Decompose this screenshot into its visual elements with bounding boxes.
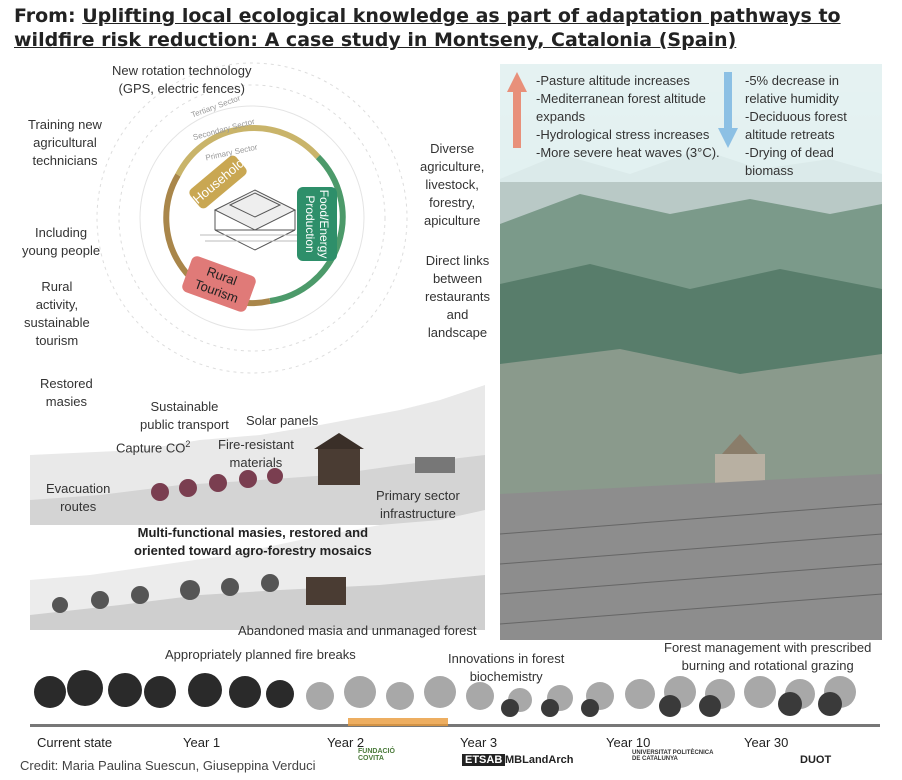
masia-building — [318, 447, 360, 485]
church-tower — [722, 434, 758, 454]
decrease-arrow-icon — [718, 72, 738, 148]
etsab-logo: ETSAB — [462, 754, 506, 766]
transport-label: Sustainable public transport — [140, 399, 229, 432]
stage-year3: Year 3 — [460, 735, 498, 750]
increase-arrow-icon — [507, 72, 527, 148]
climate-increase-text: -Pasture altitude increases -Mediterrane… — [536, 73, 720, 160]
abandoned-masia — [306, 577, 346, 605]
valley — [500, 349, 882, 494]
landscape-upper-fg — [30, 455, 485, 525]
young-label: Including young people — [22, 225, 101, 258]
secondary-ring — [118, 84, 386, 352]
fire-breaks-label: Appropriately planned fire breaks — [165, 647, 356, 662]
multifunctional-caption: Multi-functional masies, restored and or… — [134, 525, 372, 558]
capture-label: Capture CO2 — [116, 435, 190, 457]
fire-resistant-label: Fire-resistant materials — [218, 437, 294, 470]
innovations-label: Innovations in forest biochemistry — [448, 651, 565, 684]
primary-ring — [139, 105, 365, 331]
restored-label: Restored masies — [40, 376, 93, 409]
production-label: Food/Energy Production — [297, 187, 337, 261]
household-arc — [175, 125, 321, 177]
from-label: From: — [14, 5, 76, 27]
tertiary-ring — [96, 62, 408, 374]
duot-logo: DUOT — [800, 754, 832, 766]
mblandarch-logo: MBLandArch — [505, 754, 574, 766]
stage-current: Current state — [37, 735, 113, 750]
field-foreground — [500, 474, 882, 640]
production-arc — [269, 154, 346, 304]
prescribed-burn — [348, 718, 448, 726]
left-diagram — [30, 62, 485, 630]
ground-line — [30, 724, 880, 727]
covita-logo: FUNDACIÓ COVITA — [358, 748, 395, 762]
tree-row — [34, 670, 294, 708]
abandoned-label: Abandoned masia and unmanaged forest — [238, 623, 477, 638]
solar-label: Solar panels — [246, 413, 319, 428]
unmanaged-forest — [52, 574, 279, 613]
upc-logo: UNIVERSITAT POLITÈCNICA DE CATALUNYA — [632, 750, 714, 762]
stage-year30: Year 30 — [744, 735, 789, 750]
tree-row-dark — [501, 692, 842, 717]
stage-year10: Year 10 — [606, 735, 651, 750]
field-rows — [500, 503, 882, 625]
article-title: From: Uplifting local ecological knowled… — [14, 4, 894, 52]
primary-infra-label: Primary sector infrastructure — [376, 488, 460, 521]
diverse-label: Diverse agriculture, livestock, forestry… — [420, 141, 485, 228]
direct-links-label: Direct links between restaurants and lan… — [425, 253, 491, 340]
timeline-forest — [30, 670, 880, 727]
forest-management-label: Forest management with prescribed burnin… — [664, 640, 872, 673]
rural-label: Rural activity, sustainable tourism — [24, 279, 90, 348]
article-link[interactable]: Uplifting local ecological knowledge as … — [14, 5, 841, 51]
credit-text: Credit: Maria Paulina Suescun, Giuseppin… — [20, 758, 316, 773]
house-sketch — [200, 189, 310, 251]
stage-year2: Year 2 — [327, 735, 365, 750]
capture-sup: 2 — [185, 439, 191, 449]
landscape-lower-fg — [30, 575, 485, 630]
tree-row-light — [306, 676, 856, 712]
climate-overlay — [500, 64, 882, 182]
capture-text: Capture CO — [116, 440, 186, 456]
evacuation-label: Evacuation routes — [46, 481, 111, 514]
rotation-label: New rotation technology (GPS, electric f… — [112, 63, 252, 96]
fire-resistant-trees — [151, 468, 283, 501]
masia-roof — [314, 433, 364, 449]
climate-decrease-text: -5% decrease in relative humidity -Decid… — [745, 73, 847, 178]
stage-year1: Year 1 — [183, 735, 221, 750]
infrastructure-shed — [415, 457, 455, 473]
training-label: Training new agricultural technicians — [28, 117, 102, 168]
